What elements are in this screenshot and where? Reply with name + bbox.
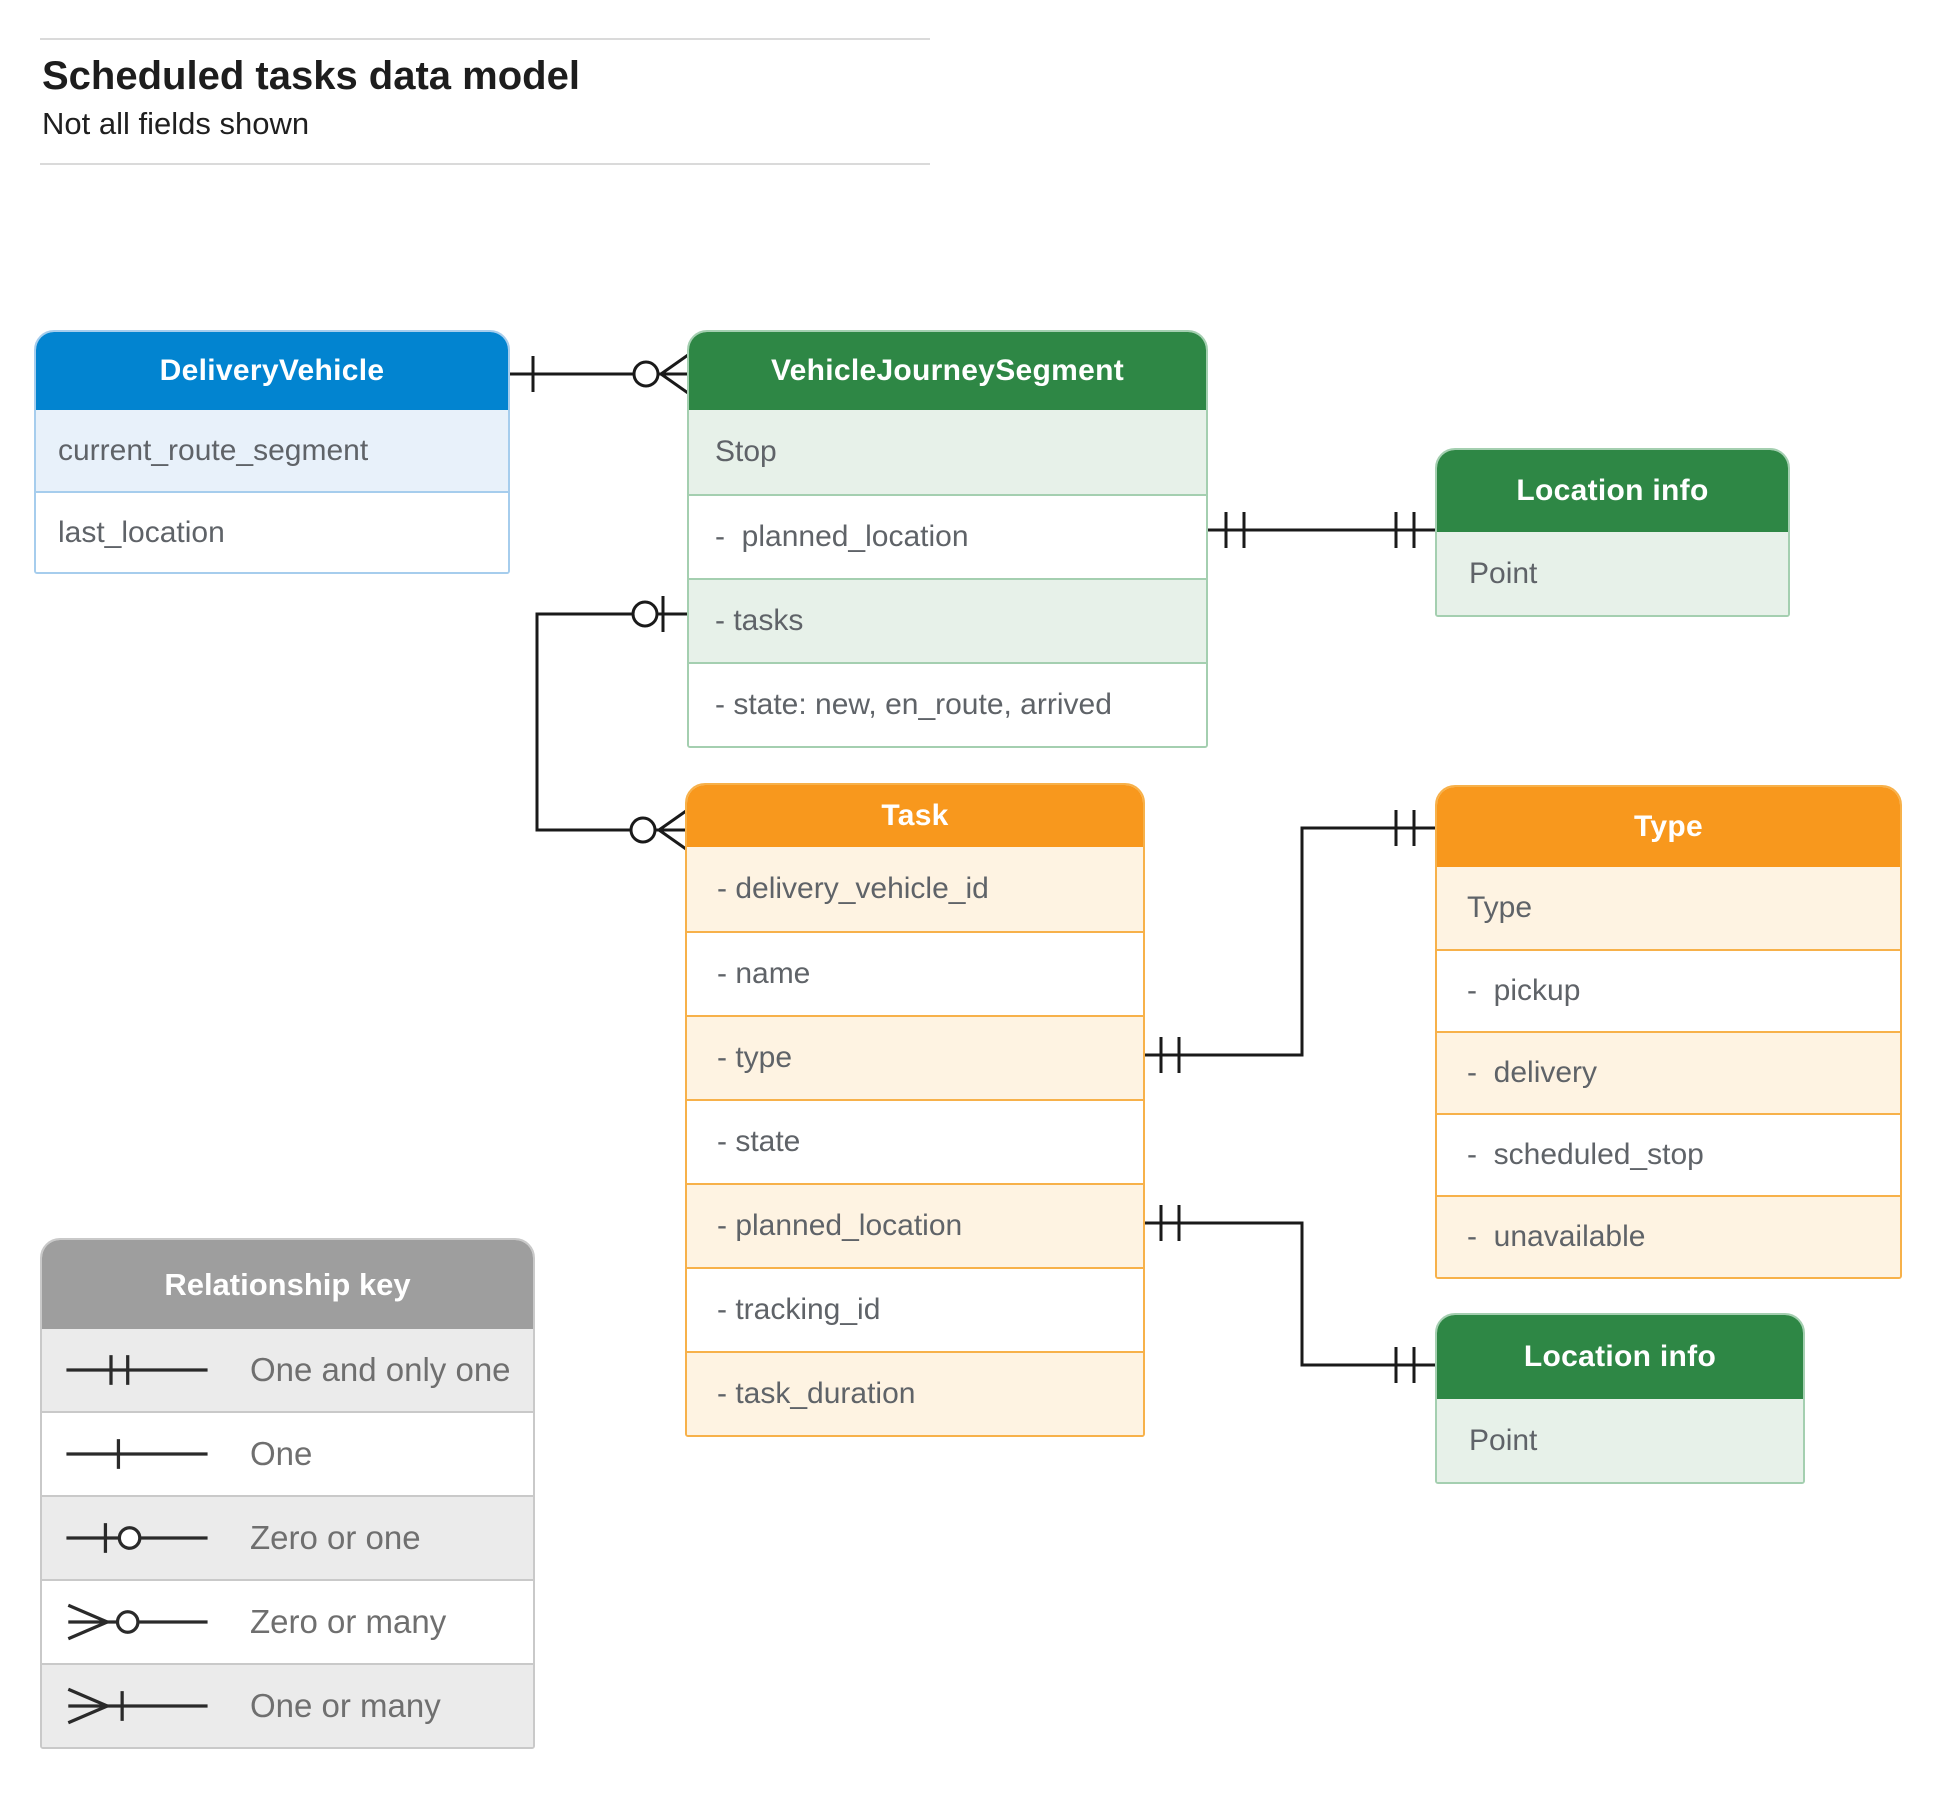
field-label: - name: [717, 957, 811, 990]
legend-label: Zero or one: [250, 1519, 421, 1556]
field-row: - unavailable: [1437, 1195, 1900, 1277]
field-label: Stop: [715, 435, 777, 468]
entity-type: Type Type - pickup - delivery - schedule…: [1435, 785, 1902, 1279]
field-row: - planned_location: [689, 494, 1206, 578]
field-label: current_route_segment: [58, 433, 369, 467]
field-label: - tracking_id: [717, 1293, 881, 1326]
legend-row: One or many: [42, 1663, 533, 1747]
field-label: Point: [1469, 1423, 1538, 1457]
entity-delivery-vehicle-header: DeliveryVehicle: [36, 332, 508, 410]
legend-row: One and only one: [42, 1329, 533, 1411]
field-row: - state: [687, 1099, 1143, 1183]
legend-row: One: [42, 1411, 533, 1495]
field-row: Type: [1437, 867, 1900, 949]
page-title: Scheduled tasks data model: [42, 54, 580, 98]
field-label: - delivery_vehicle_id: [717, 872, 989, 905]
field-row: Point: [1437, 1399, 1803, 1482]
entity-task: Task - delivery_vehicle_id - name - type…: [685, 783, 1145, 1437]
field-row: - tracking_id: [687, 1267, 1143, 1351]
field-label: - planned_location: [717, 1209, 963, 1242]
field-label: Point: [1469, 556, 1538, 590]
field-row: - delivery: [1437, 1031, 1900, 1113]
field-row: - scheduled_stop: [1437, 1113, 1900, 1195]
relationship-key-header: Relationship key: [42, 1240, 533, 1329]
legend-row: Zero or one: [42, 1495, 533, 1579]
field-label: - state: [717, 1125, 801, 1158]
field-row: - planned_location: [687, 1183, 1143, 1267]
field-row: Stop: [689, 410, 1206, 494]
field-row: - delivery_vehicle_id: [687, 847, 1143, 931]
entity-task-header: Task: [687, 785, 1143, 847]
field-label: - tasks: [715, 604, 804, 637]
field-label: Type: [1467, 891, 1533, 924]
one-icon: [66, 1439, 208, 1469]
entity-delivery-vehicle: DeliveryVehicle current_route_segment la…: [34, 330, 510, 574]
legend-label: One or many: [250, 1687, 441, 1724]
field-label: - state: new, en_route, arrived: [715, 688, 1112, 721]
field-label: - planned_location: [715, 520, 969, 553]
field-row: - state: new, en_route, arrived: [689, 662, 1206, 746]
field-label: - task_duration: [717, 1377, 916, 1410]
legend-row: Zero or many: [42, 1579, 533, 1663]
relationship-key: Relationship key One and only one One Ze…: [40, 1238, 535, 1749]
connector-deliveryvehicle-vehiclejourneysegment: [508, 353, 689, 395]
connector-tasks-task: [535, 596, 687, 851]
field-label: last_location: [58, 515, 225, 549]
connector-plannedlocation-locationinfo-bottom: [1143, 1205, 1435, 1383]
entity-location-info-bottom: Location info Point: [1435, 1313, 1805, 1484]
field-label: - delivery: [1467, 1056, 1598, 1089]
entity-type-header: Type: [1437, 787, 1900, 867]
title-bottom-rule: [40, 163, 930, 165]
field-label: - type: [717, 1041, 793, 1074]
one-or-many-icon: [67, 1687, 208, 1725]
legend-label: One and only one: [250, 1351, 511, 1388]
field-label: - pickup: [1467, 974, 1581, 1007]
field-row: current_route_segment: [36, 410, 508, 491]
field-row: - task_duration: [687, 1351, 1143, 1435]
field-row: - name: [687, 931, 1143, 1015]
entity-vehicle-journey-segment-header: VehicleJourneySegment: [689, 332, 1206, 410]
field-label: - scheduled_stop: [1467, 1138, 1704, 1171]
field-row: - tasks: [689, 578, 1206, 662]
connector-plannedlocation-locationinfo-top: [1206, 512, 1435, 548]
field-row: - type: [687, 1015, 1143, 1099]
field-label: - unavailable: [1467, 1220, 1646, 1253]
entity-location-info-bottom-header: Location info: [1437, 1315, 1803, 1399]
legend-label: One: [250, 1435, 313, 1472]
field-row: last_location: [36, 491, 508, 572]
connector-type-typeenum: [1143, 810, 1435, 1073]
entity-location-info-top-header: Location info: [1437, 450, 1788, 532]
one-and-only-one-icon: [66, 1355, 208, 1385]
page-subtitle: Not all fields shown: [42, 106, 310, 141]
field-row: Point: [1437, 532, 1788, 615]
zero-or-many-icon: [67, 1603, 208, 1641]
entity-location-info-top: Location info Point: [1435, 448, 1790, 617]
entity-vehicle-journey-segment: VehicleJourneySegment Stop - planned_loc…: [687, 330, 1208, 748]
field-row: - pickup: [1437, 949, 1900, 1031]
title-top-rule: [40, 38, 930, 40]
legend-label: Zero or many: [250, 1603, 447, 1640]
zero-or-one-icon: [66, 1523, 208, 1553]
